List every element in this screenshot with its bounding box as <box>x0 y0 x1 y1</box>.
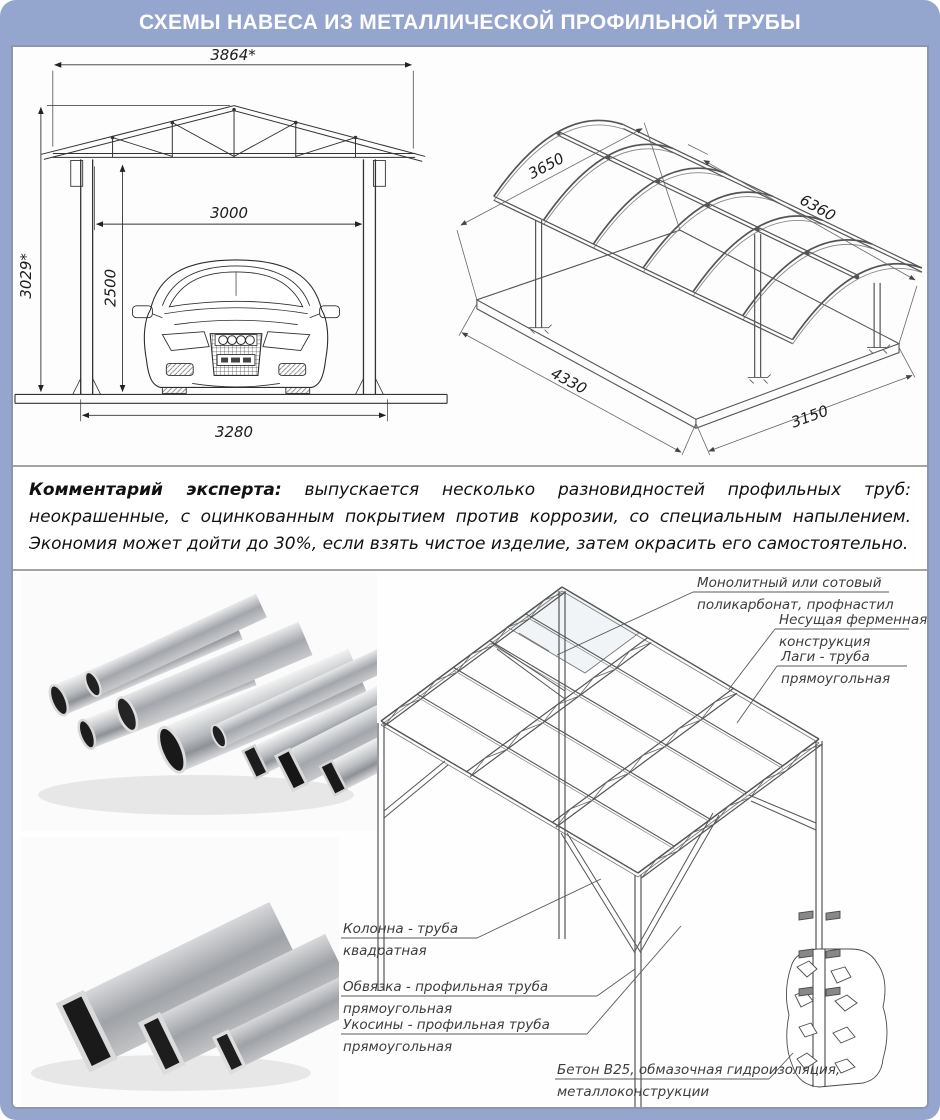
bottom-section: Монолитный или сотовый поликарбонат, про… <box>13 571 927 1107</box>
iso-canopy-drawing: 3650 6360 4330 3150 <box>456 119 923 456</box>
dimension-3029 <box>38 105 231 393</box>
callout-ukosiny-line1: Укосины - профильная труба <box>343 1017 550 1033</box>
frame-structure-drawing: Монолитный или сотовый поликарбонат, про… <box>341 575 927 1107</box>
callout-obvyazka-line1: Обвязка - профильная труба <box>343 979 548 995</box>
expert-comment: Комментарий эксперта: выпускается нескол… <box>13 467 927 571</box>
dim-label-3280: 3280 <box>215 423 253 441</box>
callout-leaders <box>341 591 909 1080</box>
callout-roof-line1: Монолитный или сотовый <box>697 575 882 591</box>
frame-columns <box>377 591 823 1107</box>
car-front-view <box>132 259 341 394</box>
callout-roof-line2: поликарбонат, профнастил <box>697 597 894 613</box>
square-tube-medium <box>137 933 339 1076</box>
content-panel: 3864* 3000 2500 3029* 3280 <box>11 45 929 1109</box>
callout-lagi-line1: Лаги - труба <box>780 649 870 665</box>
dim-label-3864: 3864* <box>210 47 256 64</box>
callout-ukosiny-line2: прямоугольная <box>343 1039 452 1055</box>
callout-column-line1: Колонна - труба <box>343 921 458 937</box>
square-tubes-photo <box>21 837 339 1107</box>
callout-column-line2: квадратная <box>343 943 427 959</box>
frame-diagram-wrap: Монолитный или сотовый поликарбонат, про… <box>329 571 927 1107</box>
dim-label-3650: 3650 <box>525 149 567 183</box>
braces <box>383 642 817 954</box>
callout-obvyazka-line2: прямоугольная <box>343 1001 452 1017</box>
roof-frame <box>380 586 823 879</box>
drawings-row: 3864* 3000 2500 3029* 3280 <box>13 47 927 467</box>
dim-label-3150: 3150 <box>789 402 831 432</box>
square-tube-large <box>55 902 302 1073</box>
dimension-3280 <box>80 399 388 422</box>
iso-columns <box>528 220 891 384</box>
square-tube-small <box>211 962 339 1075</box>
columns <box>70 159 386 395</box>
dim-label-3000: 3000 <box>210 204 248 222</box>
dimension-3000 <box>94 166 364 231</box>
concrete-footing <box>786 910 888 1088</box>
expert-comment-body: выпускается несколько разновидностей про… <box>29 480 911 554</box>
base-slab <box>475 229 901 429</box>
pipes-assortment-photo <box>21 573 377 831</box>
dim-label-6360: 6360 <box>797 191 839 225</box>
dimension-3864 <box>52 61 414 149</box>
dim-label-3029: 3029* <box>17 253 35 299</box>
roof-truss <box>40 105 426 162</box>
callout-truss-line1: Несущая ферменная <box>779 612 927 628</box>
expert-comment-lead: Комментарий эксперта: <box>29 480 282 500</box>
license-plate <box>216 354 256 366</box>
ground-line <box>14 393 448 404</box>
callout-lagi-line2: прямоугольная <box>781 671 890 687</box>
callout-concrete-line2: металлоконструкции <box>557 1084 709 1100</box>
iso-dimensions <box>456 122 918 456</box>
round-pipes <box>48 593 377 774</box>
square-pipes <box>241 665 377 797</box>
dim-label-4330: 4330 <box>548 364 590 398</box>
dim-label-2500: 2500 <box>102 269 120 307</box>
polycarbonate-sheet <box>506 586 640 674</box>
page-title: СХЕМЫ НАВЕСА ИЗ МЕТАЛЛИЧЕСКОЙ ПРОФИЛЬНОЙ… <box>138 11 801 34</box>
callout-concrete-line1: Бетон В25, обмазочная гидроизоляция, <box>557 1062 840 1078</box>
front-elevation-drawing: 3864* 3000 2500 3029* 3280 <box>14 47 448 441</box>
callout-truss-line2: конструкция <box>779 634 870 650</box>
